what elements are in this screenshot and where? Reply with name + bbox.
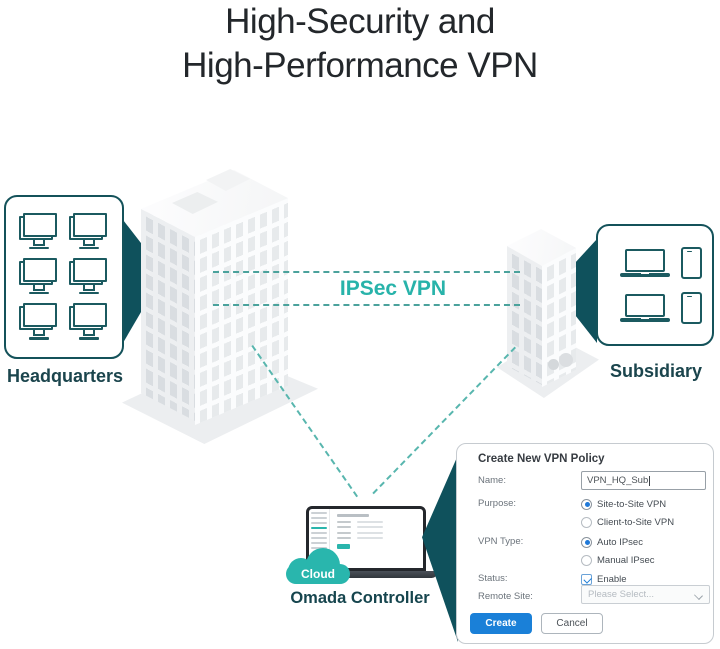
create-vpn-policy-dialog: Create New VPN Policy Name: VPN_HQ_Sub P… — [456, 443, 714, 644]
hq-building-front-face — [195, 197, 288, 425]
radio-label: Client-to-Site VPN — [597, 516, 675, 528]
ipsec-vpn-label: IPSec VPN — [339, 277, 447, 300]
remote-site-select[interactable]: Please Select... — [581, 585, 710, 604]
headquarters-label: Headquarters — [6, 366, 124, 386]
monitor-icon — [19, 212, 59, 250]
smartphone-icon — [680, 291, 702, 324]
radio-manual-ipsec[interactable]: Manual IPsec — [581, 552, 655, 568]
radio-dot-icon — [581, 554, 592, 566]
check-icon — [582, 574, 592, 583]
radio-dot-icon — [581, 536, 592, 548]
controller-link-left — [251, 345, 359, 498]
chevron-down-icon — [694, 591, 703, 600]
subsidiary-device-box — [596, 224, 714, 346]
create-button[interactable]: Create — [470, 613, 532, 634]
radio-label: Site-to-Site VPN — [597, 498, 667, 510]
headquarters-device-box — [4, 195, 124, 359]
vpn-type-label: VPN Type: — [478, 536, 524, 547]
laptop-icon — [619, 248, 671, 277]
vpn-tunnel-line-bottom — [213, 304, 520, 306]
cloud-label: Cloud — [301, 567, 335, 581]
subsidiary-building-front-face — [542, 247, 576, 387]
controller-laptop-screen — [306, 506, 426, 571]
monitor-icon — [19, 303, 59, 340]
laptop-icon — [619, 293, 671, 322]
dialog-title: Create New VPN Policy — [478, 453, 605, 465]
controller-laptop-base — [295, 571, 437, 578]
status-label: Status: — [478, 573, 508, 584]
remote-site-label: Remote Site: — [478, 591, 533, 602]
radio-auto-ipsec[interactable]: Auto IPsec — [581, 534, 643, 550]
monitor-icon — [69, 303, 109, 340]
radio-label: Auto IPsec — [597, 536, 643, 548]
name-input[interactable]: VPN_HQ_Sub — [581, 471, 706, 490]
smartphone-icon — [680, 246, 702, 279]
dialog-callout-pointer — [422, 455, 458, 642]
select-placeholder: Please Select... — [588, 589, 655, 600]
subsidiary-building-side-face — [507, 246, 542, 386]
monitor-icon — [69, 212, 109, 250]
radio-dot-icon — [581, 516, 592, 528]
radio-site-to-site[interactable]: Site-to-Site VPN — [581, 496, 666, 512]
purpose-label: Purpose: — [478, 498, 517, 509]
page-title-line1: High-Security and — [225, 2, 495, 41]
mini-ui-content — [331, 509, 423, 568]
monitor-icon — [69, 257, 109, 295]
bush-shape — [548, 359, 559, 370]
checkbox-label: Enable — [597, 573, 627, 585]
mini-ui-button — [337, 544, 350, 549]
name-label: Name: — [478, 475, 506, 486]
subsidiary-label: Subsidiary — [609, 361, 703, 381]
hq-building-side-face — [141, 209, 195, 421]
radio-label: Manual IPsec — [597, 554, 655, 566]
omada-controller-label: Omada Controller — [290, 589, 430, 607]
text-cursor — [649, 475, 651, 486]
cancel-button[interactable]: Cancel — [541, 613, 603, 634]
monitor-icon — [19, 257, 59, 295]
cloud-icon: Cloud — [286, 548, 350, 584]
name-input-value: VPN_HQ_Sub — [587, 475, 649, 486]
status-enable-checkbox[interactable]: Enable — [581, 571, 627, 587]
radio-dot-icon — [581, 498, 592, 510]
page-title: High-Security and High-Performance VPN — [0, 0, 720, 88]
vpn-tunnel-line-top — [213, 271, 520, 273]
radio-client-to-site[interactable]: Client-to-Site VPN — [581, 514, 674, 530]
checkbox — [581, 573, 592, 585]
page-title-line2: High-Performance VPN — [182, 46, 538, 85]
bush-shape — [559, 353, 573, 367]
